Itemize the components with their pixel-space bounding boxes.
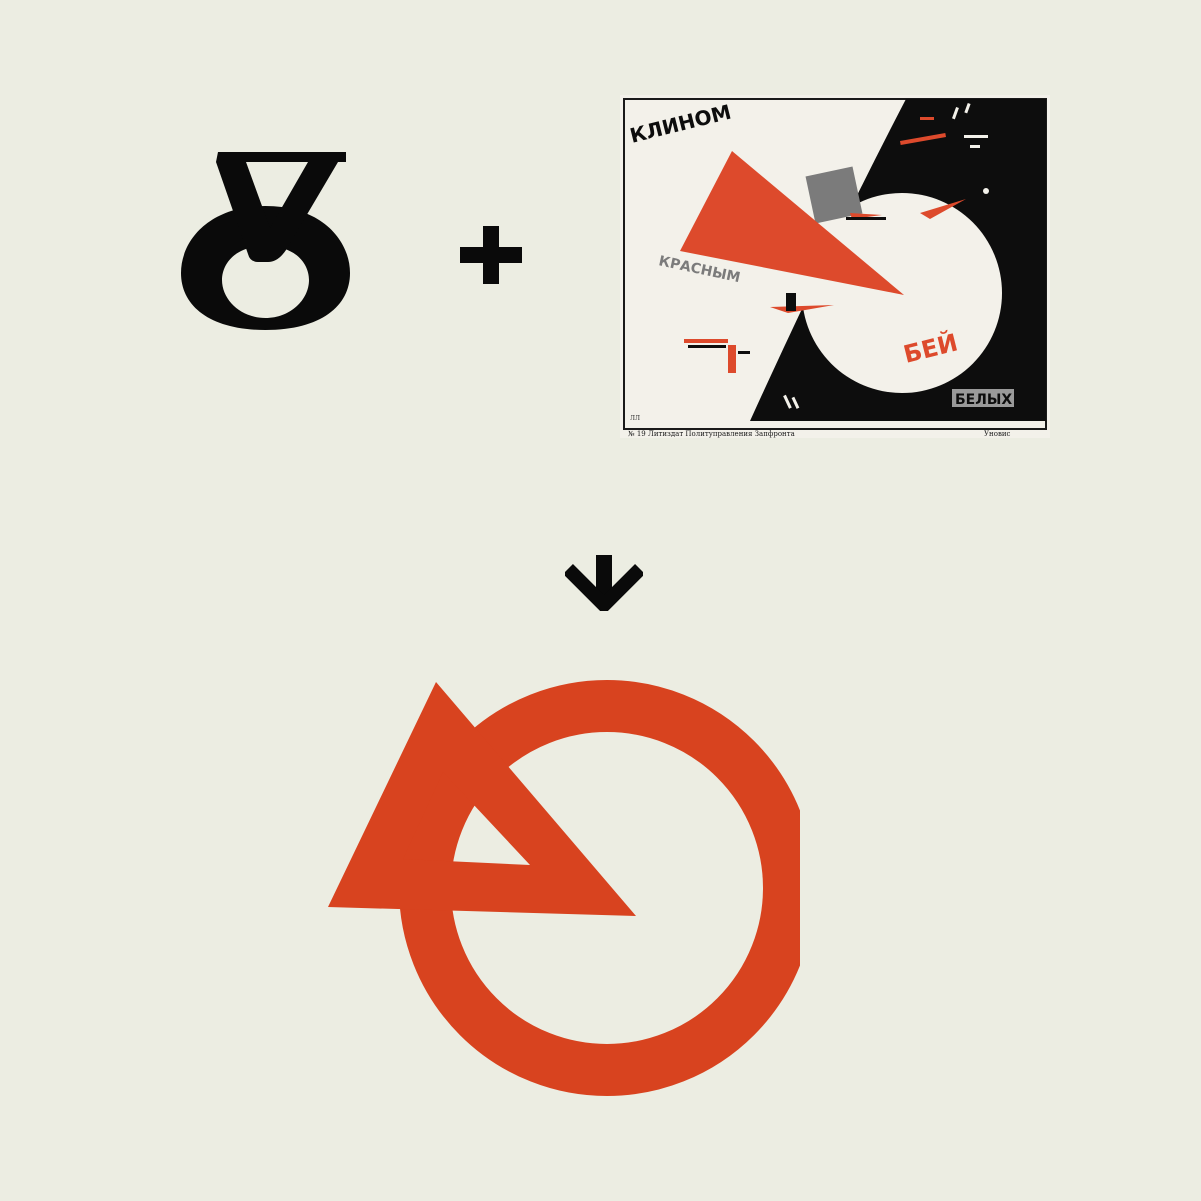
poster-grey-square: [805, 166, 863, 224]
poster-dot: [983, 188, 989, 194]
poster-dash: [964, 102, 971, 114]
plus-icon: [460, 226, 522, 284]
logo-triangle: [328, 682, 636, 916]
poster-red-shard: [920, 199, 966, 219]
monogram-v-shape: [216, 152, 346, 262]
poster-red-t: [688, 345, 726, 348]
poster-dash: [900, 133, 946, 145]
poster-red-wedge: [680, 151, 904, 295]
poster-white-circle: [802, 193, 1002, 393]
poster-black-bar: [846, 217, 886, 220]
combined-logo: [328, 680, 800, 1096]
poster-dash: [964, 135, 988, 138]
poster-dash: [791, 396, 800, 409]
poster-footer-left: № 19 Литиздат Политуправления Запфронта: [628, 430, 795, 438]
poster-dash: [920, 117, 934, 120]
poster-red-t: [738, 351, 750, 354]
poster-footer-right: Уновис: [984, 430, 1011, 438]
poster-dash: [952, 107, 959, 120]
poster-dash: [783, 394, 792, 409]
poster-signature: ЛЛ: [630, 415, 640, 422]
poster-red-t: [684, 339, 728, 343]
poster-word-belykh: БЕЛЫХ: [955, 392, 1012, 408]
poster-black-bar: [786, 293, 796, 311]
poster-dash: [970, 145, 980, 148]
arrow-down-icon: [565, 555, 643, 611]
red-wedge-poster-image: КЛИНОМ КРАСНЫМ БЕЙ БЕЛЫХ ЛЛ № 19 Литизда…: [620, 95, 1050, 438]
vo-monogram-logo: [181, 152, 350, 330]
poster-grey-label: [952, 389, 1014, 407]
monogram-o-ring: [181, 206, 350, 330]
poster-red-t: [728, 345, 736, 373]
